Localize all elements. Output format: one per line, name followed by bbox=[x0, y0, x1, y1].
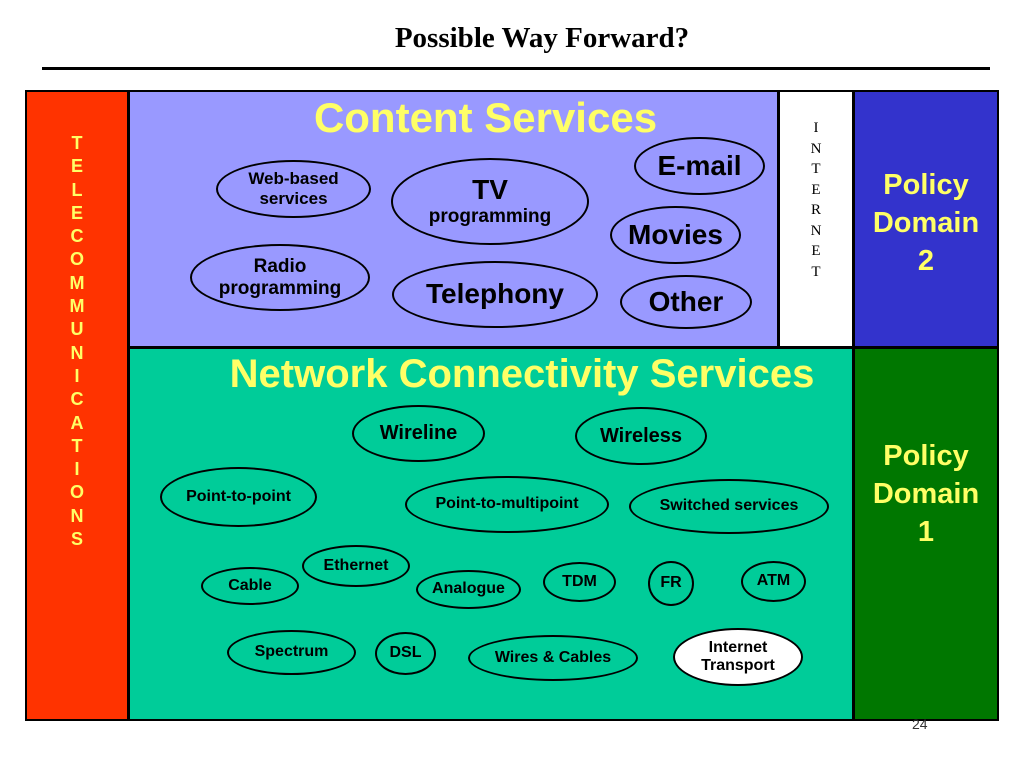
other-node: Other bbox=[620, 275, 752, 329]
slide-title: Possible Way Forward? bbox=[394, 22, 690, 54]
policy-domain-2-label: Policy Domain 2 bbox=[872, 169, 980, 277]
wires-and-cables-node: Wires & Cables bbox=[468, 635, 638, 681]
point-to-multipoint-node: Point-to-multipoint bbox=[405, 476, 609, 533]
radio-programming-node: Radio programming bbox=[190, 244, 370, 311]
email-node: E-mail bbox=[634, 137, 765, 195]
switched-services-node: Switched services bbox=[629, 479, 829, 534]
policy-domain-1-label: Policy Domain 1 bbox=[872, 440, 980, 548]
network-connectivity-heading: Network Connectivity Services bbox=[229, 352, 815, 396]
atm-node: ATM bbox=[741, 561, 806, 602]
spectrum-node: Spectrum bbox=[227, 630, 356, 675]
wireless-node: Wireless bbox=[575, 407, 707, 465]
ethernet-node: Ethernet bbox=[302, 545, 410, 587]
telephony-node: Telephony bbox=[392, 261, 598, 328]
content-services-heading: Content Services bbox=[313, 94, 658, 141]
tv-subtitle: programming bbox=[428, 205, 552, 227]
movies-node: Movies bbox=[610, 206, 741, 264]
wireline-node: Wireline bbox=[352, 405, 485, 462]
internet-transport-node: Internet Transport bbox=[673, 628, 803, 686]
analogue-node: Analogue bbox=[416, 570, 521, 609]
policy-domain-2-panel: Policy Domain 2 bbox=[853, 90, 999, 348]
title-underline bbox=[42, 67, 990, 70]
page-number: 24 bbox=[912, 716, 928, 732]
cable-node: Cable bbox=[201, 567, 299, 605]
tv-programming-node: TV programming bbox=[391, 158, 589, 245]
point-to-point-node: Point-to-point bbox=[160, 467, 317, 527]
telecommunications-panel: T E L E C O M M U N I C A T I O N S bbox=[25, 90, 129, 721]
dsl-node: DSL bbox=[375, 632, 436, 675]
policy-domain-1-panel: Policy Domain 1 bbox=[853, 347, 999, 721]
tv-title: TV bbox=[472, 174, 508, 206]
fr-node: FR bbox=[648, 561, 694, 606]
internet-label: I N T E R N E T bbox=[810, 120, 822, 280]
internet-panel: I N T E R N E T bbox=[778, 90, 854, 348]
tdm-node: TDM bbox=[543, 562, 616, 602]
telecommunications-label: T E L E C O M M U N I C A T I O N S bbox=[69, 133, 85, 550]
web-based-services-node: Web-based services bbox=[216, 160, 371, 218]
